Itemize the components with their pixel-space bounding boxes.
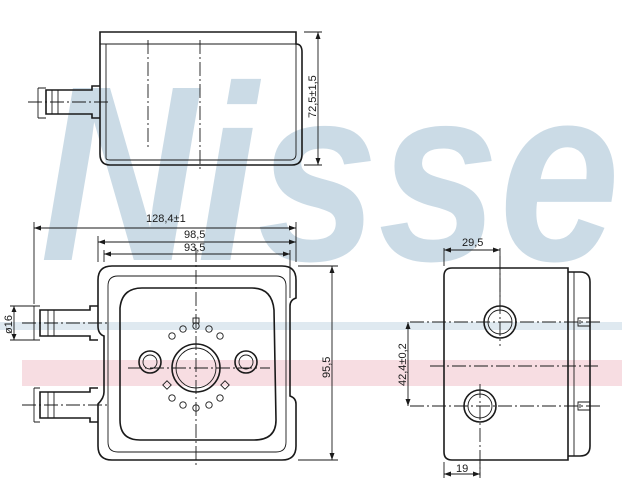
front-view: 128,4±1 98,5 93,5 95,5 ø16 <box>3 213 338 468</box>
dim-side-offset: 29,5 <box>462 237 483 249</box>
dim-body-width: 98,5 <box>184 229 205 241</box>
dim-body-height: 95,5 <box>321 357 333 378</box>
dim-side-spacing: 42,4±0,2 <box>397 343 409 386</box>
side-view: 29,5 42,4±0,2 19 <box>397 237 600 478</box>
dim-pipe-diameter: ø16 <box>3 315 15 334</box>
dim-overall-width: 128,4±1 <box>146 213 186 225</box>
dim-height-top: 72,5±1,5 <box>307 75 319 118</box>
pink-band <box>22 360 622 386</box>
dim-inner-width: 93,5 <box>184 242 205 254</box>
dim-side-bottom: 19 <box>456 463 468 475</box>
top-view: 72,5±1,5 <box>28 31 322 172</box>
nissens-watermark: Nisse <box>40 34 620 313</box>
blue-stripe <box>0 322 622 330</box>
